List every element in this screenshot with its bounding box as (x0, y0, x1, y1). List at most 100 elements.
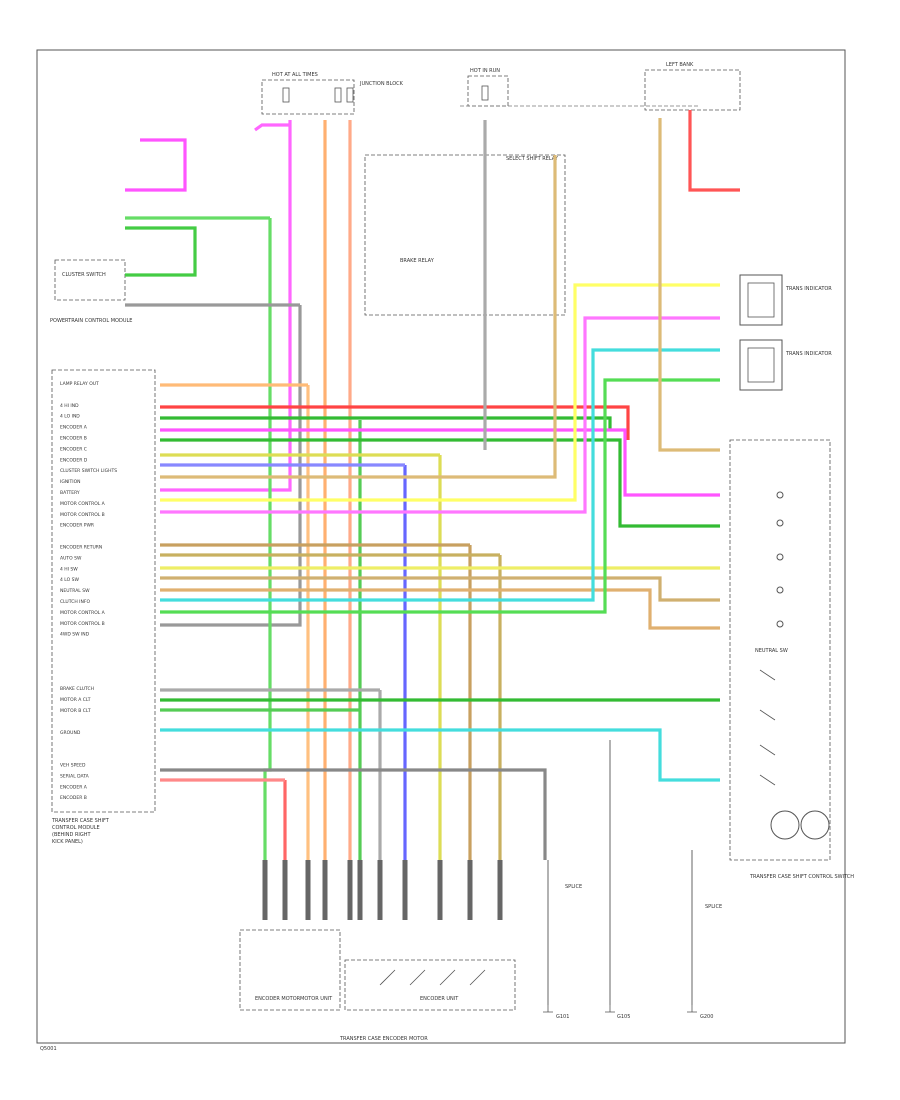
wire-orange-h (160, 588, 720, 630)
encoder-motor-label: ENCODER MOTOR (255, 996, 301, 1002)
pcm-pin-label: MOTOR CONTROL A (60, 501, 106, 507)
wire-yellow-h (160, 283, 720, 502)
indicator-top-label: TRANS INDICATOR (785, 286, 832, 292)
pcm-pin-label: ENCODER A (60, 784, 88, 790)
pcm-pin-label: MOTOR CONTROL B (60, 512, 105, 518)
pcm-caption-line: CONTROL MODULE (52, 825, 100, 831)
wire-green-h (160, 378, 720, 614)
pcm-pin-label: ENCODER B (60, 436, 87, 442)
encoder-motor-box (239, 929, 341, 1011)
pcm-pin-label: BRAKE CLUTCH (60, 686, 94, 692)
ground-c-label: G200 (700, 1014, 713, 1020)
switch-lamp (776, 519, 784, 527)
connector-stub (262, 860, 268, 920)
pcm-caption-line: (BEHIND RIGHT (52, 832, 92, 838)
pcm-label: POWERTRAIN CONTROL MODULE (50, 318, 132, 324)
switch-lamp (776, 586, 784, 594)
wire-magenta-top (125, 138, 187, 192)
connector-stub (282, 860, 288, 920)
indicator-bottom-label: TRANS INDICATOR (785, 351, 832, 357)
fuse-block-left (261, 79, 355, 115)
connector-stub (497, 860, 503, 920)
pcm-pin-label: VEH SPEED (60, 763, 86, 769)
pcm-pin-label: 4 HI IND (60, 403, 79, 409)
splice-b-label: SPLICE (705, 904, 722, 910)
indicator-bottom-box (739, 339, 783, 391)
fuse-left-label: HOT AT ALL TIMES (272, 72, 318, 78)
wire-red-right (688, 110, 740, 192)
wire-dark-vertical (520, 768, 547, 860)
wire-green-h (160, 416, 612, 430)
wire-green-top (125, 226, 197, 277)
connector-stub (347, 860, 353, 920)
encoder-unit-label: ENCODER UNIT (420, 996, 459, 1002)
encoder-contacts (379, 969, 486, 986)
wire-cyan-h (160, 348, 720, 602)
switch-contacts (759, 669, 776, 786)
switch-lamp (776, 620, 784, 628)
connector-stub (322, 860, 328, 920)
pcm-pin-label: MOTOR A CLT (60, 697, 91, 703)
wire-pink-vertical (160, 120, 292, 492)
cluster-switch-box (54, 259, 126, 301)
cluster-switch-label: CLUSTER SWITCH (62, 272, 106, 278)
wire-green-vertical (263, 218, 272, 860)
pcm-pin-label: SERIAL DATA (60, 773, 90, 779)
bottom-caption: TRANSFER CASE ENCODER MOTOR (339, 1036, 428, 1042)
left-bank-label: LEFT BANK (666, 62, 694, 68)
wire-red-h (160, 405, 630, 440)
pcm-pin-label: MOTOR CONTROL B (60, 621, 105, 627)
ground-symbol (605, 1005, 615, 1013)
connector-stubs (262, 860, 503, 920)
wire-pink-h (160, 428, 720, 497)
pcm-pin-label: IGNITION (60, 479, 81, 485)
wire-grey-vertical (160, 305, 302, 627)
ground-symbol (687, 1005, 697, 1013)
connector-stub (467, 860, 473, 920)
motor-symbol (800, 810, 830, 840)
pcm-pin-label: ENCODER A (60, 425, 88, 431)
wire-tan-right (658, 118, 720, 452)
wire-pink-top (254, 123, 290, 132)
pcm-pin-label: ENCODER PWR (60, 523, 94, 529)
pcm-pin-label: ENCODER D (60, 457, 88, 463)
connector-stub (305, 860, 311, 920)
pcm-pin-label: 4 LO SW (60, 577, 79, 583)
transfer-switch-box (729, 439, 831, 861)
wire-pink-h (160, 316, 720, 514)
pcm-pin-label: ENCODER C (60, 446, 87, 452)
wires (125, 110, 740, 860)
junction-label: JUNCTION BLOCK (359, 81, 404, 87)
indicator-top-box (739, 274, 783, 326)
encoder-unit-box (344, 959, 516, 1011)
motor-symbol (770, 810, 800, 840)
connector-stub (377, 860, 383, 920)
pcm-pin-label: NEUTRAL SW (60, 588, 90, 594)
fuse-mid-label: HOT IN RUN (470, 68, 500, 74)
fuse-icon (282, 87, 290, 103)
motor-unit-label: MOTOR UNIT (300, 996, 333, 1002)
bottom-components: ENCODER MOTOR MOTOR UNIT ENCODER UNIT SP… (40, 740, 722, 1052)
pcm-pin-label: ENCODER RETURN (60, 545, 102, 551)
pcm-pin-label: CLUSTER SWITCH LIGHTS (60, 468, 117, 474)
code-label: Q5001 (40, 1046, 57, 1052)
pcm-pin-label: MOTOR B CLT (60, 708, 91, 714)
ground-b-label: G105 (617, 1014, 630, 1020)
ground-symbol (543, 1005, 553, 1013)
top-components: HOT AT ALL TIMES JUNCTION BLOCK HOT IN R… (50, 62, 832, 391)
shift-relay-box (364, 154, 566, 316)
pcm-pin-label: MOTOR CONTROL A (60, 610, 106, 616)
relay-top-right (644, 69, 741, 111)
pcm-pin-label: GROUND (60, 730, 81, 736)
indicator-top-inner (747, 282, 775, 318)
wire-green-h (160, 438, 720, 528)
connector-stub (437, 860, 443, 920)
fuse-icon (346, 87, 354, 103)
pcm-pin-label: LAMP RELAY OUT (60, 381, 99, 387)
pcm-pin-label: BATTERY (60, 490, 80, 496)
fuse-icon (481, 85, 489, 101)
pcm-pin-label: CLUTCH INFO (60, 599, 90, 605)
connector-stub (402, 860, 408, 920)
